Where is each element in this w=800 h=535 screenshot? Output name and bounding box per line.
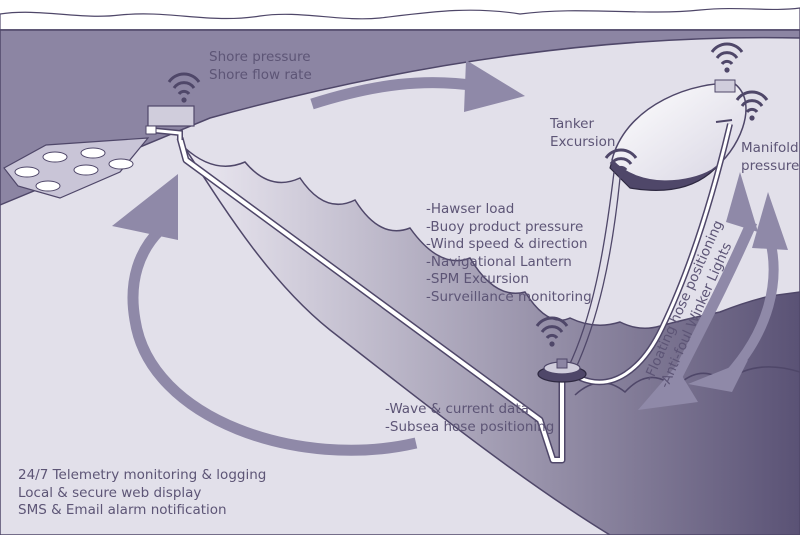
storage-tank	[80, 147, 106, 159]
buoy-sensor-item: -Navigational Lantern	[426, 254, 572, 270]
flow-arrow	[127, 226, 418, 456]
shore-pressure-label: Shore pressure	[209, 49, 311, 65]
wifi-signal-icon	[167, 72, 201, 103]
tanker-label-line: Tanker	[549, 116, 594, 132]
flow-arrowhead	[464, 60, 525, 112]
hawser-line	[574, 177, 621, 371]
buoy-sensor-item: -Hawser load	[426, 201, 514, 217]
storage-tanks	[14, 147, 134, 192]
buoy-sensor-item: -Buoy product pressure	[426, 219, 583, 235]
telemetry-feature: SMS & Email alarm notification	[18, 502, 227, 518]
buoy-sensor-item: -Surveillance monitoring	[426, 289, 592, 305]
hawser-line	[567, 171, 615, 369]
telemetry-feature: Local & secure web display	[18, 485, 201, 501]
flow-arrows	[112, 60, 788, 456]
flow-arrow	[310, 77, 479, 110]
flow-arrowhead	[638, 366, 698, 410]
spm-buoy-turret	[556, 358, 568, 369]
manifold-marker	[715, 119, 733, 123]
subsea-sensor-item: -Subsea hose positioning	[385, 419, 554, 435]
storage-tank	[14, 166, 40, 178]
manifold-label-line: pressure	[741, 158, 799, 174]
flow-arrow	[724, 238, 779, 380]
land-strip	[0, 29, 800, 206]
wave-band	[184, 147, 800, 535]
flow-arrowhead	[688, 360, 748, 392]
storage-tank	[73, 164, 99, 176]
storage-tank	[42, 151, 68, 163]
shore-monitor-unit	[147, 105, 195, 127]
telemetry-feature: 24/7 Telemetry monitoring & logging	[18, 467, 266, 483]
subsea-hose-inner	[178, 137, 564, 462]
subsea-sensor-list: -Wave & current data -Subsea hose positi…	[385, 401, 554, 435]
shore-flow-label: Shore flow rate	[209, 67, 312, 83]
buoy-sensor-item: -SPM Excursion	[426, 271, 529, 287]
telemetry-features: 24/7 Telemetry monitoring & logging Loca…	[18, 467, 266, 518]
wifi-signal-icon	[604, 148, 638, 179]
floating-hose-inner	[579, 123, 732, 384]
tanker-label-line: Excursion	[550, 134, 615, 150]
wifi-signal-icon	[535, 316, 569, 347]
manifold-label-line: Manifold	[741, 140, 799, 156]
coastline	[0, 7, 800, 31]
tanker-bridge	[714, 79, 736, 93]
flow-arrowhead	[726, 172, 758, 232]
flow-arrowhead	[752, 192, 788, 250]
wifi-signal-icon	[735, 90, 769, 121]
wifi-signal-icon	[710, 42, 744, 73]
tanker-label: Tanker Excursion	[549, 116, 615, 150]
buoy-sensor-list: -Hawser load -Buoy product pressure -Win…	[426, 201, 592, 305]
flow-arrowhead	[112, 174, 178, 240]
subsea-sensor-item: -Wave & current data	[385, 401, 529, 417]
storage-tank	[35, 180, 61, 192]
storage-tank	[108, 158, 134, 170]
shore-hose-inner	[149, 128, 182, 140]
shore-label: Shore pressure Shore flow rate	[209, 49, 312, 83]
tanker-deck	[611, 82, 747, 182]
buoy-sensor-item: -Wind speed & direction	[426, 236, 588, 252]
manifold-label: Manifold pressure	[741, 140, 799, 174]
shore-monitor-base	[145, 125, 157, 135]
